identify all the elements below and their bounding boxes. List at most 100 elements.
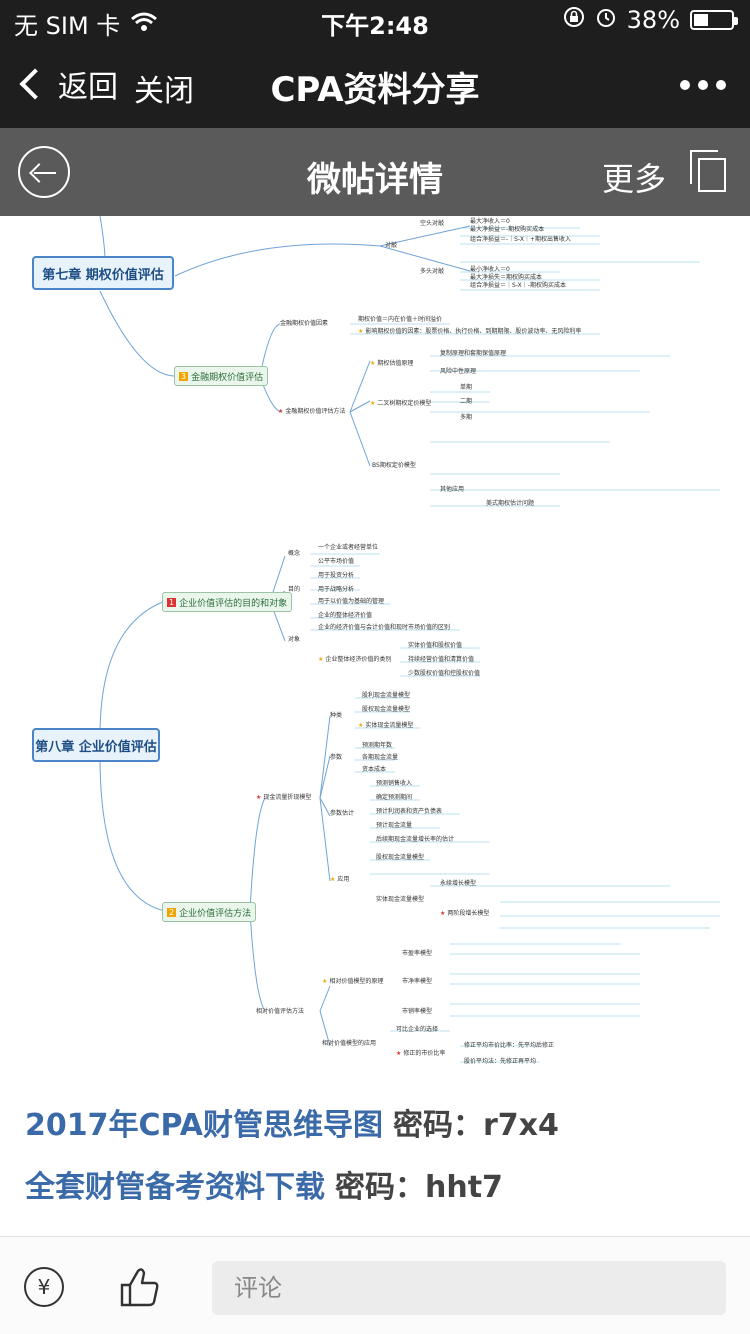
mm-node: 对敲 xyxy=(385,242,398,249)
download-link-row: 全套财管备考资料下载密码：hht7 xyxy=(25,1162,503,1206)
mm-node: 各期现金流量 xyxy=(362,754,399,761)
more-button[interactable]: 更多 xyxy=(601,160,666,198)
battery-icon xyxy=(690,10,738,30)
mindmap-download-link[interactable]: 2017年CPA财管思维导图 xyxy=(25,1108,383,1143)
mm-node: 永续增长模型 xyxy=(440,880,477,887)
battery-percent: 38% xyxy=(626,6,680,34)
mm-node: 企业的整体经济价值 xyxy=(318,612,373,619)
mm-node: 相对价值评估方法 xyxy=(256,1008,305,1015)
mm-node: 组合净损益＝-｜S-X｜+期权出售收入 xyxy=(470,236,571,243)
mm-node: 最小净收入＝0 xyxy=(470,266,510,273)
close-button[interactable]: 关闭 xyxy=(134,74,194,109)
mm-node: 相对价值模型的原理 xyxy=(322,978,383,986)
mm-node: 种类 xyxy=(330,712,343,719)
mm-node: 影响期权价值的因素：股票价格、执行价格、到期期限、股价波动率、无风险利率 xyxy=(358,328,581,336)
chapter8-node: 第八章 企业价值评估 xyxy=(32,728,160,762)
mm-node: 企业整体经济价值的类别 xyxy=(318,656,391,664)
mm-node: 实体现金流量模型 xyxy=(358,722,413,730)
comment-input[interactable]: 评论 xyxy=(212,1261,726,1315)
mm-node: 组合净损益＝｜S-X｜-期权购买成本 xyxy=(470,282,566,289)
status-right: 38% xyxy=(563,6,738,34)
page-title: CPA资料分享 xyxy=(270,70,480,110)
mm-node: 目的 xyxy=(288,586,301,593)
mm-node: 股利现金流量模型 xyxy=(362,692,411,699)
mm-node: 多头对敲 xyxy=(420,268,445,275)
mindmap-connectors xyxy=(99,216,720,1063)
clock: 下午2:48 xyxy=(321,12,429,40)
back-button[interactable]: 返回 xyxy=(18,62,118,106)
mm-node: 企业的经济价值与会计价值和现时市场价值的区别 xyxy=(318,624,451,631)
mm-node: 现金流量折现模型 xyxy=(256,794,311,802)
password-text: 密码：hht7 xyxy=(335,1170,503,1205)
mm-node: 相对价值模型的应用 xyxy=(322,1040,377,1047)
thumbs-up-icon[interactable] xyxy=(118,1265,160,1309)
mm-node: 参数 xyxy=(330,754,343,761)
chapter7-node: 第七章 期权价值评估 xyxy=(32,256,174,290)
mm-node: 股价平均法：先修正再平均 xyxy=(464,1058,537,1065)
bottom-toolbar: ¥ 评论 xyxy=(0,1236,750,1334)
mm-node: 资本成本 xyxy=(362,766,387,773)
status-left: 无 SIM 卡 xyxy=(14,6,158,41)
mm-node: 概念 xyxy=(288,550,301,557)
materials-download-link[interactable]: 全套财管备考资料下载 xyxy=(25,1170,325,1205)
mm-node: 确定预测期间 xyxy=(376,794,413,801)
arrow-left-icon xyxy=(34,172,56,174)
mm-node: 金融期权价值因素 xyxy=(280,320,329,327)
more-menu-icon[interactable] xyxy=(680,80,726,90)
mm-node: 最大净损失＝期权购买成本 xyxy=(470,274,543,281)
mm-node: 单期 xyxy=(460,384,473,391)
rotation-lock-icon xyxy=(563,6,585,34)
mm-node: 预测销售收入 xyxy=(376,780,413,787)
mm-node: 美式期权估计问题 xyxy=(486,500,535,507)
mm-node: 实体价值和股权价值 xyxy=(408,642,463,649)
mm-node: 复制原理和套期保值原理 xyxy=(440,350,507,357)
mm-node: 其他应用 xyxy=(440,486,465,493)
mm-node: 用于投资分析 xyxy=(318,572,355,579)
mm-node: 应用 xyxy=(330,876,349,884)
mm-node: 空头对敲 xyxy=(420,220,445,227)
mm-node: 市盈率模型 xyxy=(402,950,433,957)
mm-node: 修正平均市价比率：先平均后修正 xyxy=(464,1042,555,1049)
mm-node: 多期 xyxy=(460,414,473,421)
mm-node: 参数估计 xyxy=(330,810,355,817)
mm-node: 预测期年数 xyxy=(362,742,393,749)
mm-node: 预计现金流量 xyxy=(376,822,413,829)
status-bar: 无 SIM 卡 下午2:48 38% xyxy=(0,0,750,40)
sub-header: 微帖详情 更多 xyxy=(0,128,750,216)
yen-icon[interactable]: ¥ xyxy=(24,1267,64,1307)
mm-node: 用于战略分析 xyxy=(318,586,355,593)
copy-icon[interactable] xyxy=(690,150,726,192)
mm-node: 期权估值原理 xyxy=(370,360,413,368)
mm-node: 股权现金流量模型 xyxy=(362,706,411,713)
download-link-row: 2017年CPA财管思维导图密码：r7x4 xyxy=(25,1100,559,1144)
mm-node: 预计利润表和资产负债表 xyxy=(376,808,443,815)
alarm-icon xyxy=(595,6,617,34)
mm-node: 二期 xyxy=(460,398,473,405)
mm-node: 市销率模型 xyxy=(402,1008,433,1015)
sub-title: 微帖详情 xyxy=(307,160,443,200)
mm-node: 市净率模型 xyxy=(402,978,433,985)
circle-back-button[interactable] xyxy=(18,146,70,198)
mm-node: 后续期现金流量增长率的估计 xyxy=(376,836,455,843)
mm-node: 两阶段增长模型 xyxy=(440,910,489,918)
back-label: 返回 xyxy=(58,70,118,105)
mm-node: 期权价值＝内在价值＋时间溢价 xyxy=(358,316,443,323)
mm-node: BS期权定价模型 xyxy=(372,462,416,469)
mm-node: 二叉树期权定价模型 xyxy=(370,400,431,408)
mm-node: 最大净损益＝-期权购买成本 xyxy=(470,226,545,233)
mm-node: 风险中性原理 xyxy=(440,368,477,375)
mm-node: 持续经营价值和清算价值 xyxy=(408,656,475,663)
mm-node: 用于以价值为基础的管理 xyxy=(318,598,385,605)
mm-node: 金融期权价值评估方法 xyxy=(278,408,345,416)
mm-node: 一个企业或者经营单位 xyxy=(318,544,379,551)
mm-node: 实体现金流量模型 xyxy=(376,896,425,903)
mm-node: 对象 xyxy=(288,636,301,643)
mm-node: 少数股权价值和控股权价值 xyxy=(408,670,481,677)
mm-node: 修正的市价比率 xyxy=(396,1050,445,1058)
mm-node: 公平市场价值 xyxy=(318,558,355,565)
carrier-label: 无 SIM 卡 xyxy=(14,12,121,40)
